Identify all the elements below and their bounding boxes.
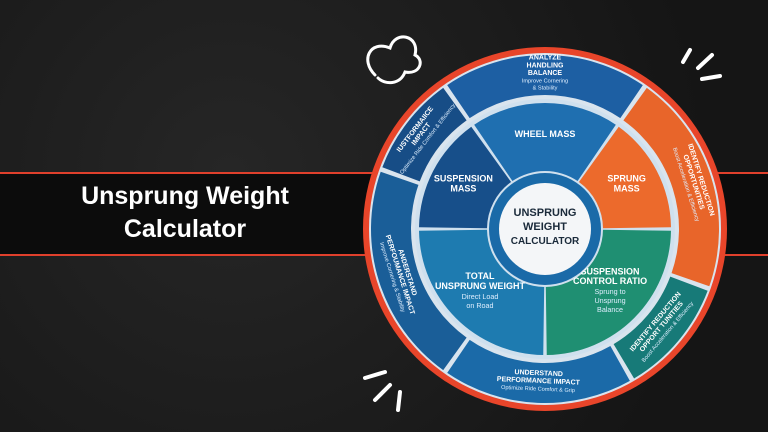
- outer-segment: [382, 87, 467, 182]
- inner-segment-label: WHEEL MASS: [515, 129, 576, 139]
- outer-segment: [447, 55, 643, 119]
- center-line-3: CALCULATOR: [511, 236, 580, 247]
- segment-subtitle: Unsprung: [594, 296, 625, 305]
- segment-title: WHEEL MASS: [515, 129, 576, 139]
- center-disc: [499, 183, 591, 275]
- segment-title: SUSPENSION: [581, 266, 640, 276]
- inner-segment: [419, 126, 512, 229]
- segment-subtitle: & Stability: [533, 86, 558, 92]
- outer-segment: [613, 276, 708, 379]
- page-title: Unsprung Weight Calculator: [40, 180, 330, 246]
- segment-subtitle: Improve Cornering: [522, 79, 568, 85]
- segment-title: MASS: [614, 183, 640, 193]
- inner-segment: [578, 126, 671, 229]
- title-line-1: Unsprung Weight: [81, 182, 289, 210]
- segment-subtitle: Optimize Ride Comfort & Grip: [501, 385, 575, 394]
- title-line-2: Calculator: [123, 215, 247, 243]
- segment-title: TOTAL: [465, 271, 495, 281]
- inner-segment: [419, 229, 545, 355]
- outer-segment: [623, 87, 719, 287]
- center-line-1: UNSPRUNG: [514, 207, 577, 219]
- segment-title: HANDLING: [527, 62, 564, 69]
- center-line-2: WEIGHT: [523, 221, 567, 233]
- outer-segment: [447, 339, 630, 404]
- segment-subtitle: Sprung to: [594, 287, 625, 296]
- segment-title: MASS: [450, 183, 476, 193]
- segment-subtitle: Balance: [597, 305, 623, 314]
- segment-title: ANALYZE: [529, 55, 562, 62]
- segment-title: BALANCE: [528, 70, 563, 77]
- inner-segment: [545, 229, 671, 355]
- segment-title: SUSPENSION: [434, 174, 493, 184]
- segment-subtitle: Direct Load: [462, 292, 499, 301]
- segment-subtitle: on Road: [466, 301, 493, 310]
- segment-title: UNSPRUNG WEIGHT: [435, 281, 526, 291]
- segment-title: CONTROL RATIO: [573, 276, 647, 286]
- segment-title: SPRUNG: [607, 174, 646, 184]
- segment-title: PERFORMANCE IMPACT: [497, 376, 581, 387]
- segment-title: UNDERSTAND: [514, 369, 563, 378]
- inner-segment: [474, 102, 616, 182]
- sparkle-lines-decoration: [363, 35, 722, 412]
- outer-segment: [371, 171, 467, 371]
